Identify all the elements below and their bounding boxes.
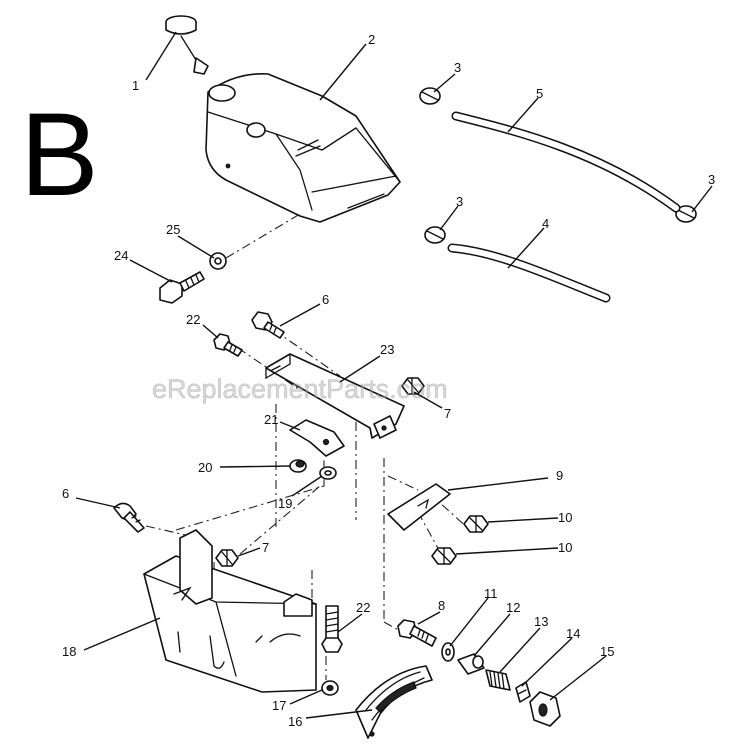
callout-3-top: 3 <box>454 60 461 75</box>
callout-10-lower: 10 <box>558 540 572 555</box>
callout-13: 13 <box>534 614 548 629</box>
callout-15: 15 <box>600 644 614 659</box>
callout-3-right: 3 <box>708 172 715 187</box>
callout-numbers: 1 2 3 5 3 3 4 25 24 6 22 23 7 21 20 19 9… <box>62 32 715 729</box>
callout-24: 24 <box>114 248 128 263</box>
callout-7-upper: 7 <box>444 406 451 421</box>
hose-clamp-part-3-mid[interactable] <box>424 226 446 244</box>
hose-clamp-part-3-right[interactable] <box>675 205 697 223</box>
shroud-part-18[interactable] <box>143 529 317 693</box>
watermark: eReplacementParts.com <box>152 374 448 404</box>
quadrant-part-16[interactable] <box>355 665 433 739</box>
callout-6-left: 6 <box>62 486 69 501</box>
callout-25: 25 <box>166 222 180 237</box>
fuel-tank-part-2[interactable] <box>205 73 401 223</box>
callout-10-upper: 10 <box>558 510 572 525</box>
washer-part-11[interactable] <box>441 642 455 662</box>
fuel-cap-part-1[interactable] <box>165 15 209 75</box>
assembly-dash-lines <box>145 213 471 680</box>
callout-18: 18 <box>62 644 76 659</box>
callout-16: 16 <box>288 714 302 729</box>
callout-12: 12 <box>506 600 520 615</box>
bolt-part-22-lower[interactable] <box>321 605 343 653</box>
callout-1: 1 <box>132 78 139 93</box>
bracket-part-21[interactable] <box>289 419 345 457</box>
callout-4: 4 <box>542 216 549 231</box>
fuel-hose-part-5[interactable] <box>451 111 681 213</box>
callout-17: 17 <box>272 698 286 713</box>
clip-part-14[interactable] <box>515 681 531 703</box>
callout-9: 9 <box>556 468 563 483</box>
callout-23: 23 <box>380 342 394 357</box>
bolt-part-8[interactable] <box>397 619 437 647</box>
callout-19: 19 <box>278 496 292 511</box>
callout-2: 2 <box>368 32 375 47</box>
section-letter: B <box>20 89 99 221</box>
spacer-part-12[interactable] <box>457 653 485 675</box>
nut-part-7-upper[interactable] <box>401 377 425 395</box>
callout-20: 20 <box>198 460 212 475</box>
callout-6-upper: 6 <box>322 292 329 307</box>
leader-lines <box>75 31 713 719</box>
callout-3-mid: 3 <box>456 194 463 209</box>
washer-part-17[interactable] <box>321 680 339 696</box>
callout-8: 8 <box>438 598 445 613</box>
callout-21: 21 <box>264 412 278 427</box>
knob-part-15[interactable] <box>529 691 561 727</box>
grommet-part-20[interactable] <box>289 459 307 473</box>
bolt-part-24[interactable] <box>159 271 205 304</box>
plate-part-9[interactable] <box>387 483 451 531</box>
hose-clamp-part-3-top[interactable] <box>419 87 441 105</box>
fuel-hose-part-4[interactable] <box>447 243 611 303</box>
washer-part-25[interactable] <box>209 252 227 270</box>
washer-part-19[interactable] <box>319 466 337 480</box>
callout-22-upper: 22 <box>186 312 200 327</box>
callout-7-lower: 7 <box>262 540 269 555</box>
bolt-part-6-upper[interactable] <box>251 311 285 339</box>
nut-part-10-upper[interactable] <box>463 515 489 533</box>
nut-part-10-lower[interactable] <box>431 547 457 565</box>
nut-part-7-lower[interactable] <box>215 549 239 567</box>
callout-22-lower: 22 <box>356 600 370 615</box>
spring-part-13[interactable] <box>485 669 511 691</box>
callout-5: 5 <box>536 86 543 101</box>
callout-14: 14 <box>566 626 580 641</box>
callout-11: 11 <box>484 586 498 601</box>
bracket-part-23[interactable] <box>265 353 405 439</box>
